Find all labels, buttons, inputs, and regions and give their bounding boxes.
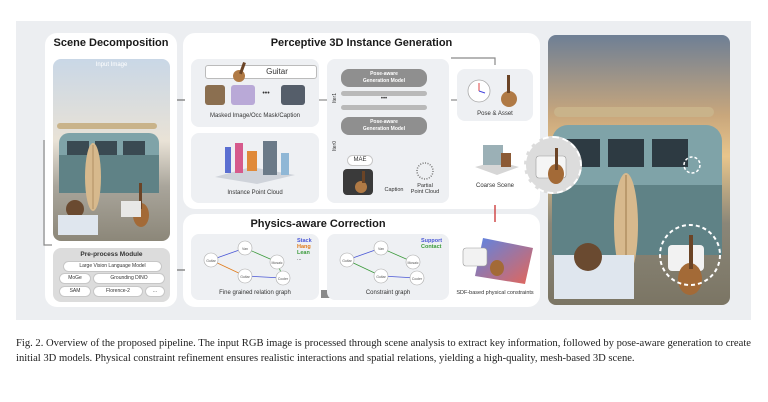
point-cloud-box: Instance Point Cloud bbox=[191, 133, 319, 203]
input-image bbox=[53, 59, 170, 241]
scene-decomposition-panel: Scene Decomposition Input Image Pre-proc… bbox=[45, 33, 177, 307]
flow-arrows bbox=[43, 57, 548, 271]
legend-more: ... bbox=[297, 256, 302, 262]
node-cooler: Cooler bbox=[278, 277, 289, 281]
partial-cloud-label: Partial Point Cloud bbox=[410, 183, 440, 195]
node-guitar: Guitar bbox=[206, 259, 216, 263]
caption-label: Caption bbox=[384, 187, 404, 193]
c-node-guitar-2: Guitar bbox=[376, 275, 386, 279]
model-dots: ••• bbox=[380, 96, 388, 102]
physics-correction-panel: Physics-aware Correction Guitar Van Mosa… bbox=[183, 214, 540, 307]
model-iter1-label: Pose-aware Generation Model bbox=[362, 71, 406, 84]
legend-lean: Lean bbox=[297, 250, 310, 256]
sdf-graphic bbox=[462, 238, 533, 284]
figure-caption: Fig. 2. Overview of the proposed pipelin… bbox=[16, 338, 751, 364]
output-scene-image bbox=[548, 35, 730, 305]
model-bar-2 bbox=[341, 105, 427, 110]
constraint-legend: Support Contact bbox=[421, 238, 449, 250]
model-iter0-label: Pose-aware Generation Model bbox=[362, 119, 406, 132]
relation-caption: Fine grained relation graph bbox=[219, 290, 291, 296]
legend-hang: Hang bbox=[297, 244, 311, 250]
mask-thumb-2 bbox=[231, 85, 255, 105]
pose-asset-label: Pose & Asset bbox=[477, 111, 513, 117]
relation-legend: Stack Hang Lean ... bbox=[297, 238, 317, 262]
relation-graph-box: Guitar Van Mosaic Guitar Cooler Stack Ha… bbox=[191, 234, 319, 300]
coarse-scene-label: Coarse Scene bbox=[475, 183, 515, 189]
masked-caption: Masked Image/Occ Mask/Caption bbox=[209, 113, 301, 119]
c-node-mosaic: Mosaic bbox=[407, 261, 418, 265]
pose-asset-graphic bbox=[467, 75, 517, 107]
node-guitar-2: Guitar bbox=[240, 275, 250, 279]
input-image-label: Input Image bbox=[95, 62, 128, 68]
chip-moge: MoGe bbox=[59, 273, 91, 284]
sdf-caption: SDF-based physical constraints bbox=[456, 290, 534, 296]
legend-stack: Stack bbox=[297, 238, 312, 244]
generation-model-box: Pose-aware Generation Model ••• Pose-awa… bbox=[327, 59, 449, 203]
coarse-scene bbox=[471, 137, 523, 179]
legend-contact: Contact bbox=[421, 244, 442, 250]
chip-more: ... bbox=[145, 286, 165, 297]
mae-chip: MAE bbox=[347, 155, 373, 166]
model-iter1: Pose-aware Generation Model bbox=[341, 69, 427, 87]
instance-generation-title: Perceptive 3D Instance Generation bbox=[270, 37, 453, 49]
chip-sam: SAM bbox=[59, 286, 91, 297]
chip-grounding-dino: Grounding DINO bbox=[93, 273, 165, 284]
mask-thumb-3 bbox=[281, 85, 305, 105]
guitar-thumbnail bbox=[229, 61, 251, 83]
model-iter0: Pose-aware Generation Model bbox=[341, 117, 427, 135]
guitar-label-box bbox=[205, 65, 317, 79]
chip-lvlm: Large Vision Language Model bbox=[63, 261, 162, 272]
constraint-graph-box: Guitar Van Mosaic Guitar Cooler Support … bbox=[327, 234, 449, 300]
physics-correction-title: Physics-aware Correction bbox=[250, 218, 386, 230]
preprocess-module: Pre-process Module Large Vision Language… bbox=[53, 248, 170, 302]
c-node-cooler: Cooler bbox=[412, 277, 423, 281]
partial-cloud-thumb bbox=[413, 159, 437, 183]
mask-ellipsis: ••• bbox=[262, 90, 270, 97]
zoom-inset bbox=[524, 136, 582, 194]
c-node-guitar: Guitar bbox=[342, 259, 352, 263]
model-bar bbox=[341, 91, 427, 96]
mae-input-thumb bbox=[343, 169, 373, 195]
preprocess-title: Pre-process Module bbox=[80, 251, 143, 258]
node-van: Van bbox=[242, 247, 248, 251]
node-mosaic: Mosaic bbox=[271, 261, 282, 265]
constraint-graph: Guitar Van Mosaic Guitar Cooler bbox=[339, 240, 425, 286]
mask-thumb-1 bbox=[205, 85, 225, 105]
guitar-label: Guitar bbox=[266, 67, 288, 76]
chip-florence: Florence-2 bbox=[93, 286, 143, 297]
relation-graph: Guitar Van Mosaic Guitar Cooler bbox=[203, 240, 291, 286]
masked-image-box: Guitar ••• Masked Image/Occ Mask/Caption bbox=[191, 59, 319, 127]
pose-asset-box: Pose & Asset bbox=[457, 69, 533, 121]
legend-support: Support bbox=[421, 238, 443, 244]
c-node-van: Van bbox=[378, 247, 384, 251]
scene-decomposition-title: Scene Decomposition bbox=[53, 37, 169, 49]
point-cloud-graphic bbox=[215, 141, 295, 184]
instance-generation-panel: Perceptive 3D Instance Generation Guitar… bbox=[183, 33, 540, 209]
point-cloud-caption: Instance Point Cloud bbox=[227, 190, 283, 196]
sdf-box: SDF-based physical constraints bbox=[455, 234, 535, 300]
constraint-caption: Constraint graph bbox=[365, 290, 411, 296]
